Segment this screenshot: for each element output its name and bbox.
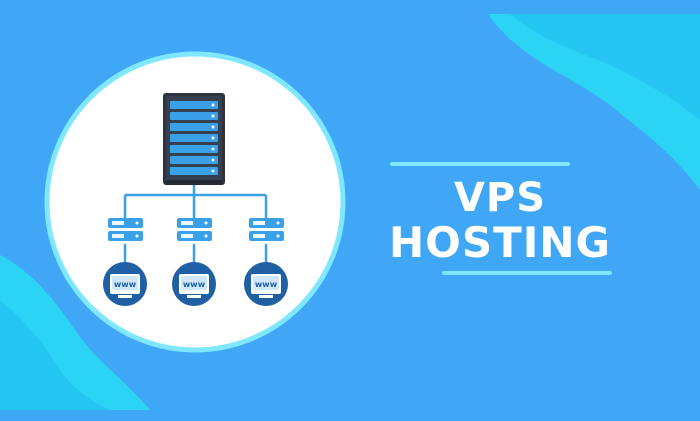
www-label: www <box>255 280 278 289</box>
title-vps: VPS <box>453 175 547 221</box>
title-hosting: HOSTING <box>388 218 611 267</box>
main-server-icon <box>163 93 225 185</box>
title-block: VPS HOSTING <box>380 162 620 282</box>
top-right-wave-shade <box>510 14 700 120</box>
server-node-icon <box>249 218 284 241</box>
www-globe-icon: www <box>103 262 147 306</box>
server-node-icon <box>177 218 212 241</box>
bottom-left-wave-shade <box>0 300 110 410</box>
network-line-icon <box>123 185 268 262</box>
server-node-icon <box>108 218 143 241</box>
www-globe-icon: www <box>244 262 288 306</box>
title-divider-top <box>390 162 570 166</box>
www-globe-icon: www <box>172 262 216 306</box>
www-label: www <box>183 280 206 289</box>
title-divider-bottom <box>442 271 612 275</box>
www-label: www <box>114 280 137 289</box>
